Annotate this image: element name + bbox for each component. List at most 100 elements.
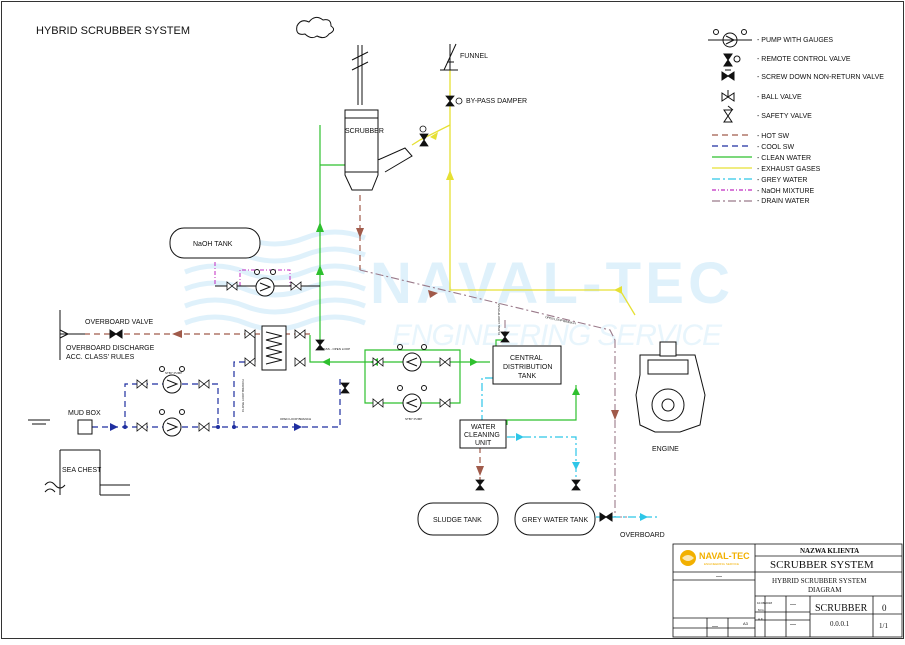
water-cleaning-label-2: CLEANING (464, 432, 500, 439)
title-block-logo: NAVAL-TEC ENGINEERING SERVICE (680, 550, 750, 566)
close-loop-branch-label: CLOSE LOOP BRANCH (241, 379, 245, 412)
overboard-valve (109, 329, 123, 339)
clean-water-pump-upper (364, 349, 461, 362)
cool-sw-branch (233, 361, 255, 427)
ball-valve (198, 422, 210, 432)
ball-valve (290, 281, 302, 291)
legend-label-clean-water: - CLEAN WATER (757, 155, 811, 162)
clean-water-lines (309, 125, 577, 425)
inline-valves (136, 281, 613, 522)
water-cleaning-label-1: WATER (471, 424, 496, 431)
central-tank-label-1: CENTRAL (510, 355, 543, 362)
diagram-title: HYBRID SCRUBBER SYSTEM (36, 25, 190, 37)
central-tank-label-3: TANK (518, 373, 536, 380)
ball-valve (294, 329, 306, 339)
drawn-by: M.G. (758, 608, 765, 612)
water-cleaning-unit (459, 419, 507, 449)
overboard-valve-label: OVERBOARD VALVE (85, 319, 154, 326)
checked-by: A.K. (758, 617, 764, 621)
bypass-open-loop-label: BYPASS - OPEN LOOP (318, 347, 350, 351)
legend-pump-icon (708, 29, 752, 48)
ball-valve (372, 357, 384, 367)
water-cleaning-label-3: UNIT (475, 440, 492, 447)
exhaust-arrows (430, 132, 622, 294)
ball-valve (136, 422, 148, 432)
mud-box (77, 419, 93, 435)
legend-label-remote-valve: - REMOTE CONTROL VALVE (757, 56, 851, 63)
bypass-damper (445, 95, 463, 107)
legend-remote-valve-icon (723, 53, 741, 67)
format: A3 (743, 621, 749, 626)
watermark-wave (184, 297, 366, 315)
ball-valve (244, 329, 256, 339)
sludge-tank-label: SLUDGE TANK (433, 517, 482, 524)
naoh-lines (214, 262, 291, 286)
sludge-tank (417, 502, 499, 536)
ball-valve (136, 379, 148, 389)
legend-safety-valve-icon (723, 105, 734, 123)
grey-water-to-tank (507, 436, 577, 490)
drain-arrows (428, 290, 619, 420)
logo-main: NAVAL-TEC (699, 551, 750, 561)
engine-label: ENGINE (652, 446, 679, 453)
drain-line-engine (614, 340, 628, 518)
smoke-cloud (296, 16, 335, 39)
non-return-valve (315, 339, 325, 351)
hot-sw-lines (85, 195, 481, 485)
dash-1: — (716, 574, 722, 580)
clean-water-main (309, 335, 490, 363)
naoh-tank (169, 227, 261, 259)
stack (296, 16, 369, 105)
ball-valve (198, 379, 210, 389)
drawing-number: 0.0.0.1 (830, 620, 850, 628)
ball-valve (439, 357, 451, 367)
dash-4: — (712, 624, 718, 630)
naoh-pump (254, 269, 276, 297)
legend-line-samples (712, 134, 752, 202)
exhaust-line-damper (411, 124, 451, 146)
overboard-discharge-label-2: ACC. CLASS' RULES (66, 354, 135, 361)
overboard-non-return-valve (599, 512, 613, 522)
sheet: 1/1 (879, 622, 888, 630)
central-tank-label-2: DISTRIBUTION (503, 364, 552, 371)
clean-water-to-cleaning (506, 385, 577, 425)
legend-label-drain: - DRAIN WATER (757, 198, 810, 205)
scrubber-label: SCRUBBER (345, 128, 384, 135)
grey-water-arrows (516, 433, 648, 521)
naoh-line-bypass (239, 269, 291, 286)
bypass-damper-label: BY-PASS DAMPER (466, 98, 527, 105)
drawing-title-2: DIAGRAM (808, 586, 842, 594)
naoh-tank-label: NaOH TANK (193, 241, 233, 248)
hot-sw-arrows (172, 228, 484, 476)
project-title: SCRUBBER SYSTEM (770, 559, 874, 571)
sw-pumps (159, 366, 185, 437)
non-return-valve (500, 331, 510, 343)
legend-label-grey-water: - GREY WATER (757, 177, 807, 184)
funnel (440, 43, 458, 71)
client-label: NAZWA KLIENTA (800, 547, 859, 555)
non-return-valve (340, 382, 350, 394)
grey-water-tank (514, 502, 596, 536)
ball-valve (244, 357, 256, 367)
ball-valve (226, 281, 238, 291)
overboard-hull (59, 310, 85, 360)
revision: 0 (882, 603, 887, 613)
non-return-valve (571, 479, 581, 491)
legend-label-hot-sw: - HOT SW (757, 133, 790, 140)
funnel-label: FUNNEL (460, 53, 488, 60)
stby-pump-label-2: STBY PUMP (405, 417, 422, 421)
non-return-valve (475, 479, 485, 491)
open-loop-branch-label: OPEN LOOP BRANCH (280, 417, 311, 421)
clean-water-arrows (316, 222, 580, 395)
engine (635, 341, 706, 433)
legend-label-naoh: - NaOH MIXTURE (757, 188, 815, 195)
legend-label-exhaust: - EXHAUST GASES (757, 166, 821, 173)
cool-sw-pump-top (124, 383, 219, 427)
dash-3: — (790, 622, 796, 628)
grey-water-lines (481, 377, 660, 518)
ball-valve (372, 398, 384, 408)
legend-non-return-valve-icon (721, 69, 735, 81)
scrubber-inlet-valve (419, 125, 429, 147)
